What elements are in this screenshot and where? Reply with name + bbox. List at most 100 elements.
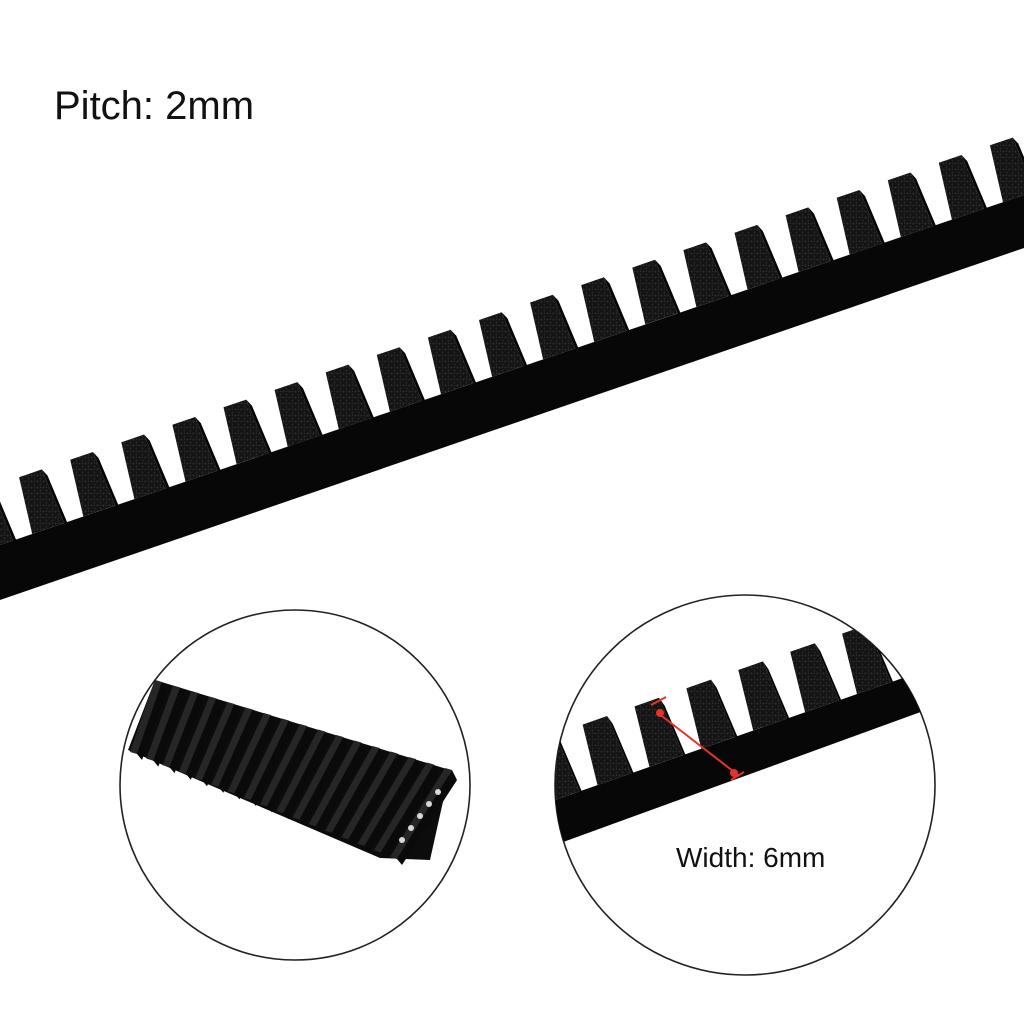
belt-rib: [341, 751, 398, 840]
belt-rib-groove: [380, 764, 439, 859]
belt-tooth: [632, 259, 678, 325]
belt-tooth-shadow: [501, 312, 530, 372]
belt-tooth: [376, 347, 422, 412]
belt-tooth: [894, 606, 935, 676]
belt-tooth: [790, 643, 839, 713]
belt-tooth: [938, 155, 985, 220]
belt-tooth-shadow: [762, 661, 793, 727]
belt-tooth-shadow: [195, 417, 224, 477]
belt-backing: [0, 195, 1024, 600]
belt-tooth-shadow: [961, 155, 990, 215]
belt-tooth-shadow: [246, 399, 275, 460]
belt-rib-groove: [397, 770, 457, 865]
belt-cord: [408, 825, 414, 831]
belt-tooth-shadow: [555, 734, 586, 800]
belt-tooth: [0, 509, 14, 546]
belt-tooth-shadow: [757, 224, 786, 285]
timing-belt-main: [0, 137, 1024, 600]
belt-tooth-shadow: [41, 469, 70, 530]
belt-tooth: [121, 434, 167, 500]
belt-rib-groove: [202, 704, 240, 787]
belt-tooth: [274, 382, 320, 447]
belt-tooth-shadow: [971, 589, 1001, 654]
belt-rib-groove: [169, 693, 204, 774]
belt-tooth-shadow: [607, 716, 638, 782]
belt-rib-groove: [299, 737, 349, 826]
belt-tooth: [738, 661, 788, 731]
belt-tooth-shadow: [918, 606, 935, 672]
belt-tooth-shadow: [808, 207, 837, 268]
belt-tooth: [887, 172, 933, 238]
belt-cord: [435, 789, 441, 795]
belt-rib-groove: [137, 682, 167, 760]
belt-rib: [130, 680, 162, 754]
belt-cut-end: [399, 789, 441, 843]
zoom-circle-width-view: [554, 589, 1001, 976]
belt-rib: [325, 746, 380, 833]
belt-tooth: [842, 625, 891, 695]
belt-tooth: [530, 294, 576, 360]
belt-tooth-shadow: [297, 382, 326, 442]
belt-section-backing: [555, 665, 935, 845]
belt-tooth-shadow: [910, 172, 939, 233]
belt-cord: [399, 837, 405, 843]
belt-tooth: [785, 207, 831, 272]
belt-rib: [373, 762, 434, 853]
belt-rib: [178, 696, 217, 774]
belt-tooth-shadow: [655, 259, 684, 320]
belt-rib-groove: [364, 759, 421, 852]
belt-rib: [227, 713, 271, 794]
width-label: Width: 6mm: [676, 842, 826, 873]
belt-tooth-shadow: [0, 501, 19, 547]
belt-tooth: [581, 277, 627, 342]
belt-rib-groove: [283, 731, 331, 820]
belt-tooth: [989, 137, 1024, 203]
belt-tooth-shadow: [859, 190, 888, 250]
belt-tooth: [686, 679, 736, 749]
belt-tooth: [946, 589, 995, 658]
belt-rib-groove: [250, 720, 294, 806]
belt-tooth-shadow: [450, 329, 479, 390]
belt-tooth: [427, 329, 474, 395]
belt-tooth: [70, 452, 116, 517]
belt-teeth: [0, 137, 1024, 547]
belt-tooth-shadow: [348, 364, 377, 425]
belt-rib-groove: [348, 753, 403, 846]
belt-rib: [308, 740, 362, 827]
belt-cord: [417, 813, 423, 819]
belt-tooth-shadow: [399, 347, 428, 407]
belt-rib-groove: [153, 687, 186, 767]
belt-tooth: [634, 697, 684, 767]
belt-rib: [195, 702, 235, 781]
belt-tooth: [683, 242, 729, 307]
belt-tooth-shadow: [144, 434, 173, 495]
belt-rib-groove: [185, 698, 222, 780]
belt-rib: [211, 707, 253, 787]
belt-rib: [260, 724, 307, 807]
belt-tooth-shadow: [603, 277, 633, 337]
belt-cord: [426, 801, 432, 807]
pitch-label: Pitch: 2mm: [54, 84, 255, 128]
belt-tooth: [325, 364, 371, 430]
belt-tooth: [734, 224, 780, 290]
belt-rib: [292, 735, 344, 820]
belt-rib: [146, 685, 181, 761]
belt-rib-groove: [315, 742, 367, 833]
belt-tooth-shadow: [706, 242, 735, 302]
belt-tooth: [582, 716, 632, 786]
belt-tooth: [19, 469, 65, 534]
width-measure-marker: [650, 696, 745, 781]
belt-tooth-shadow: [659, 697, 689, 763]
belt-rib: [243, 718, 289, 800]
belt-rib-groove: [267, 726, 312, 813]
belt-tooth-shadow: [814, 643, 845, 709]
belt-rib: [276, 729, 326, 814]
belt-tooth-shadow: [92, 452, 122, 512]
belt-tooth: [172, 417, 218, 482]
belt-rib-groove: [332, 748, 385, 839]
belt-rib: [162, 691, 199, 768]
belt-tooth: [836, 190, 882, 255]
belt-rib-groove: [218, 709, 258, 793]
zoom-circle-back-view: [119, 609, 471, 961]
